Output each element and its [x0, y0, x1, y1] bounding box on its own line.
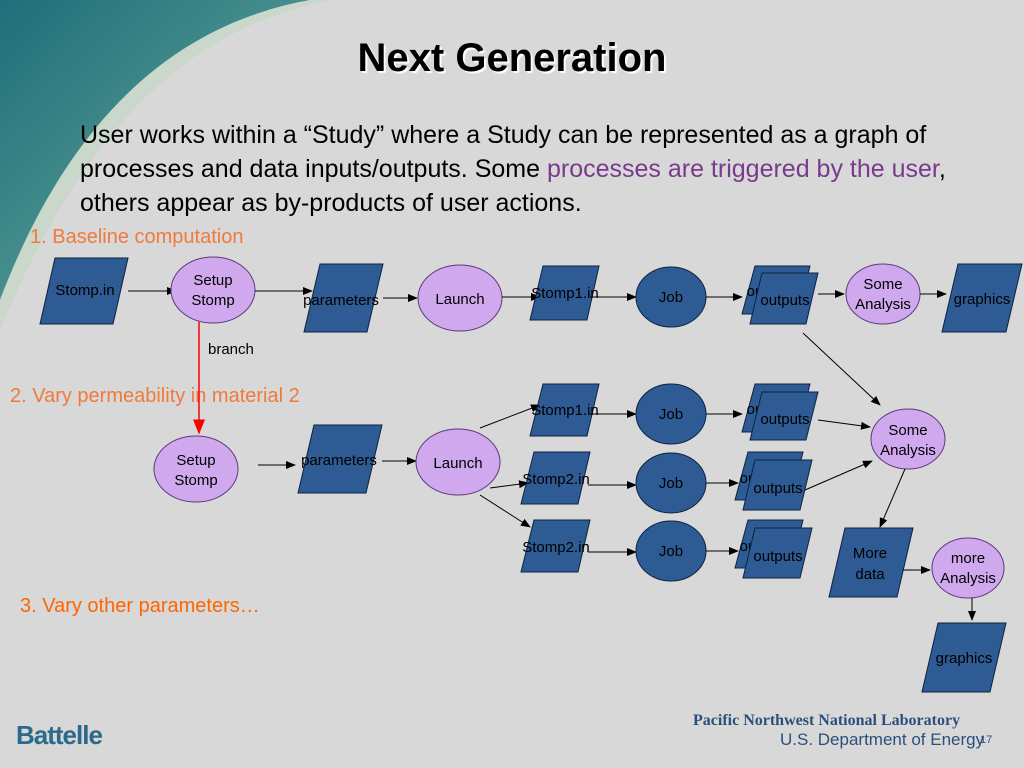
stomp2-in-node-a: Stomp2.in [520, 451, 591, 505]
outputs-4-label: outputs [753, 548, 802, 565]
parameters-1-label: parameters [303, 292, 379, 309]
more-data-label-a: More [853, 545, 887, 562]
outputs-3-label: outputs [753, 480, 802, 497]
section-1-heading: 1. Baseline computation [30, 226, 244, 248]
graphics-node-1: graphics [941, 263, 1023, 333]
section-2-heading: 2. Vary permeability in material 2 [10, 385, 300, 407]
launch-2-label: Launch [433, 455, 482, 472]
some-analysis-1-label-b: Analysis [855, 296, 911, 313]
graphics-2-label: graphics [936, 650, 993, 667]
edge-outputs3-analysis2 [804, 460, 873, 491]
branch-label: branch [208, 341, 254, 358]
slide-title: Next Generation [357, 36, 667, 80]
job-3-label: Job [659, 475, 683, 492]
intro-text-1: User works within a “Study” where a Stud… [80, 121, 927, 183]
pnnl-name: Pacific Northwest National Laboratory [693, 712, 961, 729]
stomp1-in-2-label: Stomp1.in [531, 402, 599, 419]
more-analysis-node: more Analysis [931, 537, 1005, 599]
job-4-label: Job [659, 543, 683, 560]
doe-name: U.S. Department of Energy [780, 730, 985, 749]
graphics-1-label: graphics [954, 291, 1011, 308]
launch-1-label: Launch [435, 291, 484, 308]
stomp2-in-node-b: Stomp2.in [520, 519, 591, 573]
stomp-in-label: Stomp.in [55, 282, 114, 299]
outputs-node-2: ou outputs [741, 383, 819, 441]
some-analysis-1-label-a: Some [863, 276, 902, 293]
more-analysis-label-b: Analysis [940, 570, 996, 587]
intro-paragraph: User works within a “Study” where a Stud… [80, 118, 1010, 220]
edge-launch-stomp2b [479, 494, 531, 528]
battelle-logo: Battelle [16, 720, 103, 750]
more-analysis-label-a: more [951, 550, 985, 567]
intro-text-2: , others appear as by-products of user a… [80, 155, 946, 217]
job-node-2: Job [635, 383, 707, 445]
stomp-in-node: Stomp.in [39, 257, 129, 325]
edge-outputs2-analysis2 [817, 419, 871, 430]
slide-number: 17 [980, 734, 993, 746]
stomp1-in-node-2: Stomp1.in [529, 383, 600, 437]
outputs-node-4: ou outputs [734, 519, 813, 579]
setup-stomp-2-label-b: Stomp [174, 472, 217, 489]
graphics-node-2: graphics [921, 622, 1007, 693]
section-3-heading: 3. Vary other parameters… [20, 595, 260, 617]
job-2-label: Job [659, 406, 683, 423]
outputs-1-label: outputs [760, 292, 809, 309]
setup-stomp-1-label-a: Setup [193, 272, 232, 289]
more-data-label-b: data [855, 566, 885, 583]
corner-highlight-shape [0, 0, 330, 330]
parameters-node-2: parameters [297, 424, 383, 494]
edge-launch-stomp1-2 [479, 404, 541, 429]
intro-highlight: processes are triggered by the user [546, 155, 939, 183]
launch-node-2: Launch [415, 428, 501, 496]
outputs-node-1: ou outputs [741, 265, 819, 325]
stomp2-in-b-label: Stomp2.in [522, 539, 590, 556]
stomp1-in-1-label: Stomp1.in [531, 285, 599, 302]
setup-stomp-node-2: Setup Stomp [153, 435, 239, 503]
edge-launch-stomp2a [489, 480, 529, 489]
job-node-3: Job [635, 452, 707, 514]
setup-stomp-node-1: Setup Stomp [170, 256, 256, 324]
edge-analysis2-moredata [879, 468, 906, 528]
teal-corner-shape [0, 0, 310, 300]
outputs-node-3: ou outputs [734, 451, 813, 511]
more-data-node: More data [828, 527, 914, 598]
stomp2-in-a-label: Stomp2.in [522, 471, 590, 488]
job-node-4: Job [635, 520, 707, 582]
setup-stomp-1-label-b: Stomp [191, 292, 234, 309]
parameters-node-1: parameters [303, 263, 384, 333]
edge-outputs1-analysis2 [802, 332, 881, 406]
some-analysis-2-label-a: Some [888, 422, 927, 439]
parameters-2-label: parameters [301, 452, 377, 469]
stomp1-in-node-1: Stomp1.in [529, 265, 600, 321]
job-node-1: Job [635, 266, 707, 328]
job-1-label: Job [659, 289, 683, 306]
some-analysis-2-label-b: Analysis [880, 442, 936, 459]
some-analysis-node-1: Some Analysis [845, 263, 921, 325]
outputs-2-label: outputs [760, 411, 809, 428]
some-analysis-node-2: Some Analysis [870, 408, 946, 470]
launch-node-1: Launch [417, 264, 503, 332]
setup-stomp-2-label-a: Setup [176, 452, 215, 469]
